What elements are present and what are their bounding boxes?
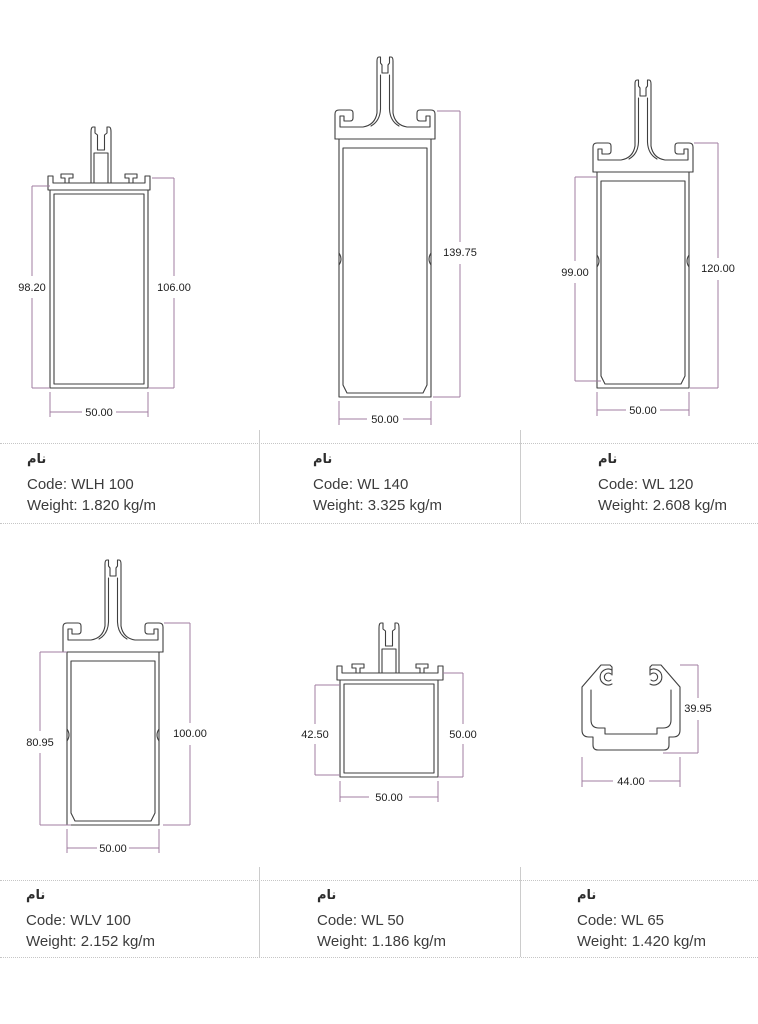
cross-section-wlh-100: 98.20 106.00 50.00 xyxy=(18,126,191,419)
dim-bottom-label: 50.00 xyxy=(371,414,399,426)
name-label: نام xyxy=(313,452,333,467)
dim-left-label: 99.00 xyxy=(561,267,589,279)
cross-section-wl-120: 99.00 120.00 50.00 xyxy=(561,79,735,417)
info-cell-wl-50: نام Code: WL 50 Weight: 1.186 kg/m xyxy=(317,888,446,952)
profile-outline xyxy=(47,126,151,389)
dim-bottom-label: 44.00 xyxy=(617,776,645,788)
code-line: Code: WL 140 xyxy=(313,474,442,495)
code-line: Code: WL 50 xyxy=(317,910,446,931)
profile-outline xyxy=(592,79,694,389)
weight-value: 1.186 kg/m xyxy=(371,933,446,950)
code-prefix: Code: xyxy=(27,476,68,493)
name-label: نام xyxy=(577,888,597,903)
row1-col-divider-1 xyxy=(259,430,260,523)
dim-right-label: 120.00 xyxy=(701,263,735,275)
dim-left-label: 42.50 xyxy=(301,729,329,741)
weight-prefix: Weight: xyxy=(313,497,364,514)
name-label: نام xyxy=(317,888,337,903)
code-line: Code: WLV 100 xyxy=(26,910,155,931)
profile-outline xyxy=(62,559,164,826)
code-value: WLV 100 xyxy=(70,912,131,929)
profile-drawing-wl-65: 39.95 44.00 xyxy=(565,650,740,800)
profile-drawing-wlv-100: 80.95 100.00 50.00 xyxy=(15,545,215,870)
dim-left-label: 98.20 xyxy=(18,282,46,294)
row2-col-divider-1 xyxy=(259,867,260,957)
code-value: WLH 100 xyxy=(71,476,134,493)
weight-value: 1.420 kg/m xyxy=(631,933,706,950)
cross-section-wlv-100: 80.95 100.00 50.00 xyxy=(26,559,207,855)
dimension-lines xyxy=(581,664,699,787)
cross-section-wl-65: 39.95 44.00 xyxy=(581,664,712,788)
dimension-lines xyxy=(314,672,464,802)
dim-right-label: 39.95 xyxy=(684,703,712,715)
weight-prefix: Weight: xyxy=(598,497,649,514)
row1-bottom-separator xyxy=(0,523,758,524)
profile-outline xyxy=(334,56,436,398)
cross-section-wl-140: 139.75 50.00 xyxy=(334,56,477,426)
code-prefix: Code: xyxy=(577,912,618,929)
profile-drawing-wl-120: 99.00 120.00 50.00 xyxy=(550,60,758,425)
code-prefix: Code: xyxy=(317,912,358,929)
dimension-lines xyxy=(338,110,461,425)
weight-value: 2.152 kg/m xyxy=(80,933,155,950)
row1-top-separator xyxy=(0,443,758,444)
name-label: نام xyxy=(27,452,47,467)
weight-value: 2.608 kg/m xyxy=(652,497,727,514)
profile-outline xyxy=(336,622,444,778)
row1-col-divider-2 xyxy=(520,430,521,523)
weight-prefix: Weight: xyxy=(26,933,77,950)
dimension-lines xyxy=(574,142,719,416)
code-value: WL 120 xyxy=(642,476,694,493)
profile-outline xyxy=(581,664,681,751)
code-prefix: Code: xyxy=(313,476,354,493)
dim-bottom-label: 50.00 xyxy=(99,843,127,855)
code-line: Code: WL 120 xyxy=(598,474,727,495)
weight-line: Weight: 3.325 kg/m xyxy=(313,495,442,516)
weight-prefix: Weight: xyxy=(317,933,368,950)
dim-right-label: 139.75 xyxy=(443,247,477,259)
profile-drawing-wlh-100: 98.20 106.00 50.00 xyxy=(10,120,200,425)
dim-bottom-label: 50.00 xyxy=(375,792,403,804)
dimension-lines xyxy=(39,622,191,853)
weight-prefix: Weight: xyxy=(577,933,628,950)
dimension-lines xyxy=(31,177,175,417)
info-cell-wl-120: نام Code: WL 120 Weight: 2.608 kg/m xyxy=(598,452,727,516)
dim-right-label: 100.00 xyxy=(173,728,207,740)
dim-right-label: 106.00 xyxy=(157,282,191,294)
weight-value: 3.325 kg/m xyxy=(367,497,442,514)
row2-bottom-separator xyxy=(0,957,758,958)
row2-col-divider-2 xyxy=(520,867,521,957)
dim-bottom-label: 50.00 xyxy=(629,405,657,417)
info-cell-wl-65: نام Code: WL 65 Weight: 1.420 kg/m xyxy=(577,888,706,952)
code-prefix: Code: xyxy=(598,476,639,493)
code-value: WL 50 xyxy=(361,912,404,929)
weight-line: Weight: 1.186 kg/m xyxy=(317,931,446,952)
code-line: Code: WL 65 xyxy=(577,910,706,931)
info-cell-wlv-100: نام Code: WLV 100 Weight: 2.152 kg/m xyxy=(26,888,155,952)
cross-section-wl-50: 42.50 50.00 50.00 xyxy=(301,622,477,804)
weight-prefix: Weight: xyxy=(27,497,78,514)
dim-bottom-label: 50.00 xyxy=(85,407,113,419)
code-value: WL 140 xyxy=(357,476,409,493)
weight-line: Weight: 1.420 kg/m xyxy=(577,931,706,952)
code-value: WL 65 xyxy=(621,912,664,929)
row2-top-separator xyxy=(0,880,758,881)
profile-drawing-wl-140: 139.75 50.00 xyxy=(300,45,480,430)
name-label: نام xyxy=(598,452,618,467)
code-line: Code: WLH 100 xyxy=(27,474,156,495)
weight-line: Weight: 2.152 kg/m xyxy=(26,931,155,952)
weight-line: Weight: 1.820 kg/m xyxy=(27,495,156,516)
name-label: نام xyxy=(26,888,46,903)
info-cell-wlh-100: نام Code: WLH 100 Weight: 1.820 kg/m xyxy=(27,452,156,516)
info-cell-wl-140: نام Code: WL 140 Weight: 3.325 kg/m xyxy=(313,452,442,516)
dim-right-label: 50.00 xyxy=(449,729,477,741)
weight-value: 1.820 kg/m xyxy=(81,497,156,514)
code-prefix: Code: xyxy=(26,912,67,929)
profile-drawing-wl-50: 42.50 50.00 50.00 xyxy=(290,610,480,815)
dim-left-label: 80.95 xyxy=(26,737,54,749)
weight-line: Weight: 2.608 kg/m xyxy=(598,495,727,516)
